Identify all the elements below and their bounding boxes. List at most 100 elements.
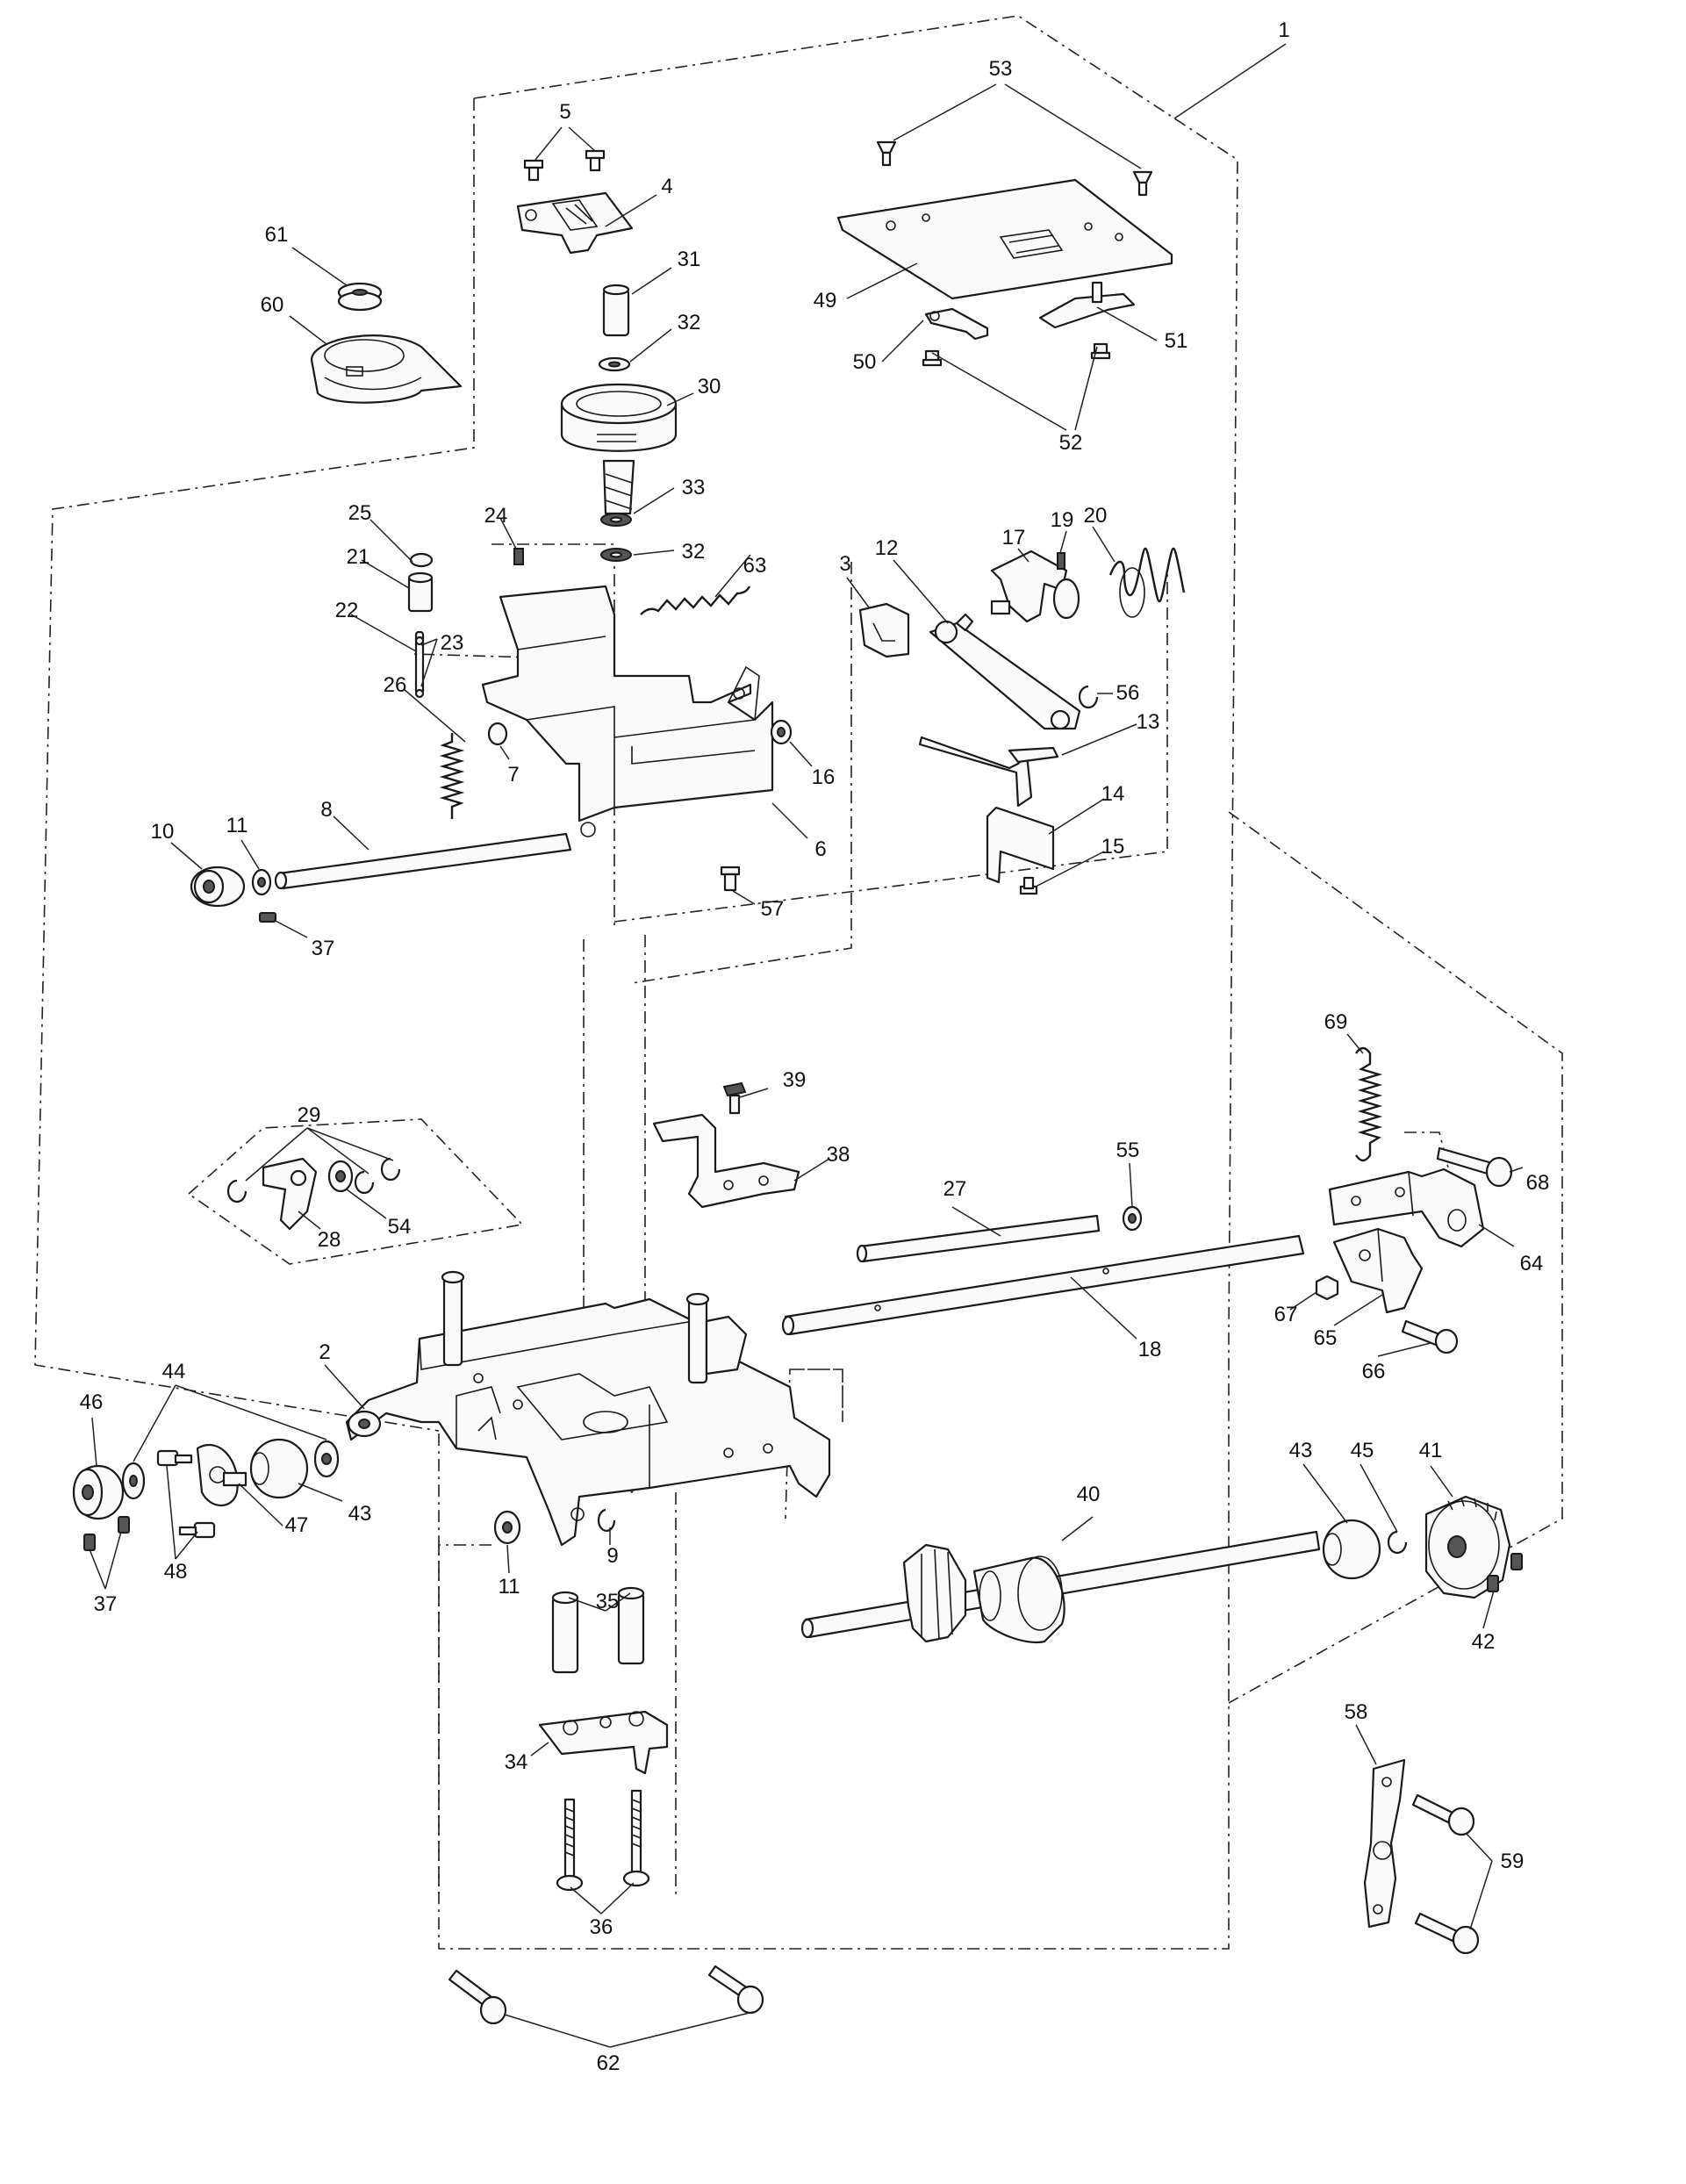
part-26-spring xyxy=(439,733,465,819)
part-10-collar xyxy=(190,866,246,908)
part-60-bobbin-case xyxy=(310,334,463,404)
part-vertical-pin-right xyxy=(685,1292,748,1384)
label-58: 58 xyxy=(1345,1700,1368,1724)
label-63: 63 xyxy=(743,554,767,578)
label-32b: 32 xyxy=(682,540,706,564)
part-5-screws xyxy=(523,149,606,182)
label-66: 66 xyxy=(1362,1360,1386,1383)
part-36-screws xyxy=(556,1789,650,1892)
label-32a: 32 xyxy=(678,311,701,334)
label-8: 8 xyxy=(320,798,332,822)
part-34-bracket xyxy=(538,1710,669,1775)
part-35-sleeves xyxy=(551,1586,645,1674)
part-43-ball-left xyxy=(249,1438,309,1499)
part-63-spring xyxy=(640,586,751,615)
label-61: 61 xyxy=(265,223,289,247)
part-4-feed-dog xyxy=(516,191,634,255)
part-16-washer xyxy=(770,719,793,745)
label-3: 3 xyxy=(839,552,850,576)
label-64: 64 xyxy=(1520,1252,1544,1275)
part-55-washer xyxy=(1122,1205,1143,1232)
label-14: 14 xyxy=(1101,782,1125,806)
part-45-e-ring xyxy=(1387,1530,1408,1555)
label-62: 62 xyxy=(597,2051,621,2075)
label-56: 56 xyxy=(1116,681,1140,705)
label-50: 50 xyxy=(853,350,877,374)
part-21-sleeve xyxy=(407,571,434,613)
label-9: 9 xyxy=(606,1544,618,1568)
label-37a: 37 xyxy=(312,937,335,960)
part-3-bracket xyxy=(858,602,910,658)
part-31-pin xyxy=(602,284,630,337)
label-43a: 43 xyxy=(348,1502,372,1526)
part-20-spring xyxy=(1108,547,1186,618)
label-31: 31 xyxy=(678,248,701,271)
label-51: 51 xyxy=(1165,329,1188,353)
label-24: 24 xyxy=(484,504,508,528)
part-11-washer-lower xyxy=(493,1510,521,1545)
part-37-setscrews-left xyxy=(83,1516,130,1551)
part-56-e-ring xyxy=(1078,685,1099,709)
part-69-spring xyxy=(1355,1046,1383,1162)
label-57: 57 xyxy=(761,897,785,921)
label-68: 68 xyxy=(1526,1171,1550,1195)
part-hook-shaft xyxy=(602,459,635,515)
part-39-screw xyxy=(722,1081,747,1115)
part-9-e-ring xyxy=(597,1508,616,1533)
label-19: 19 xyxy=(1051,508,1074,532)
part-62-screws xyxy=(448,1965,764,2025)
label-30: 30 xyxy=(698,375,721,399)
label-1: 1 xyxy=(1278,18,1289,42)
part-28-lever xyxy=(262,1157,318,1231)
part-7-e-ring xyxy=(487,722,508,746)
label-47: 47 xyxy=(285,1513,309,1537)
label-10: 10 xyxy=(151,820,175,844)
label-5: 5 xyxy=(559,100,570,124)
part-57-screw xyxy=(720,866,741,892)
part-43-ball-right xyxy=(1322,1519,1381,1580)
part-18-shaft xyxy=(781,1234,1305,1336)
label-11b: 11 xyxy=(499,1575,520,1598)
label-27: 27 xyxy=(943,1177,967,1201)
part-50-plate-spring xyxy=(924,307,989,341)
part-17-knob xyxy=(990,550,1080,623)
part-11-washer xyxy=(251,868,272,896)
label-2: 2 xyxy=(319,1340,330,1364)
part-6-feed-bracket xyxy=(481,585,774,837)
label-13: 13 xyxy=(1137,710,1160,734)
label-52: 52 xyxy=(1059,431,1083,455)
label-25: 25 xyxy=(348,501,372,525)
part-labels: 1 2 3 4 5 6 7 8 9 10 11 11 12 13 14 15 1… xyxy=(80,18,1550,2075)
part-38-bracket xyxy=(652,1113,800,1209)
part-2-frame xyxy=(345,1297,831,1547)
part-vertical-pin-left xyxy=(441,1270,465,1367)
part-14-bracket xyxy=(986,806,1055,884)
part-33-washer xyxy=(600,513,632,527)
label-12: 12 xyxy=(875,536,899,560)
label-55: 55 xyxy=(1116,1139,1140,1162)
label-53: 53 xyxy=(989,57,1013,81)
label-65: 65 xyxy=(1314,1326,1338,1350)
leader-lines xyxy=(89,43,1524,2048)
part-15-screw xyxy=(1019,876,1038,895)
part-65-lever xyxy=(1332,1227,1424,1314)
label-22: 22 xyxy=(335,599,359,622)
part-37-setscrew xyxy=(259,912,276,923)
label-44: 44 xyxy=(162,1360,186,1383)
label-60: 60 xyxy=(261,293,284,317)
label-46: 46 xyxy=(80,1390,104,1414)
part-49-needle-plate xyxy=(836,178,1173,300)
label-34: 34 xyxy=(505,1750,528,1774)
label-17: 17 xyxy=(1002,526,1026,550)
label-15: 15 xyxy=(1101,835,1125,859)
label-26: 26 xyxy=(384,673,407,697)
part-24-screw xyxy=(513,548,524,565)
part-48-screws xyxy=(156,1449,216,1539)
label-59: 59 xyxy=(1501,1850,1525,1873)
part-58-plate xyxy=(1363,1758,1406,1929)
parts xyxy=(72,140,1523,2025)
part-42-setscrews xyxy=(1487,1553,1523,1592)
part-41-gear-pulley xyxy=(1424,1495,1511,1599)
part-27-shaft xyxy=(856,1214,1101,1263)
